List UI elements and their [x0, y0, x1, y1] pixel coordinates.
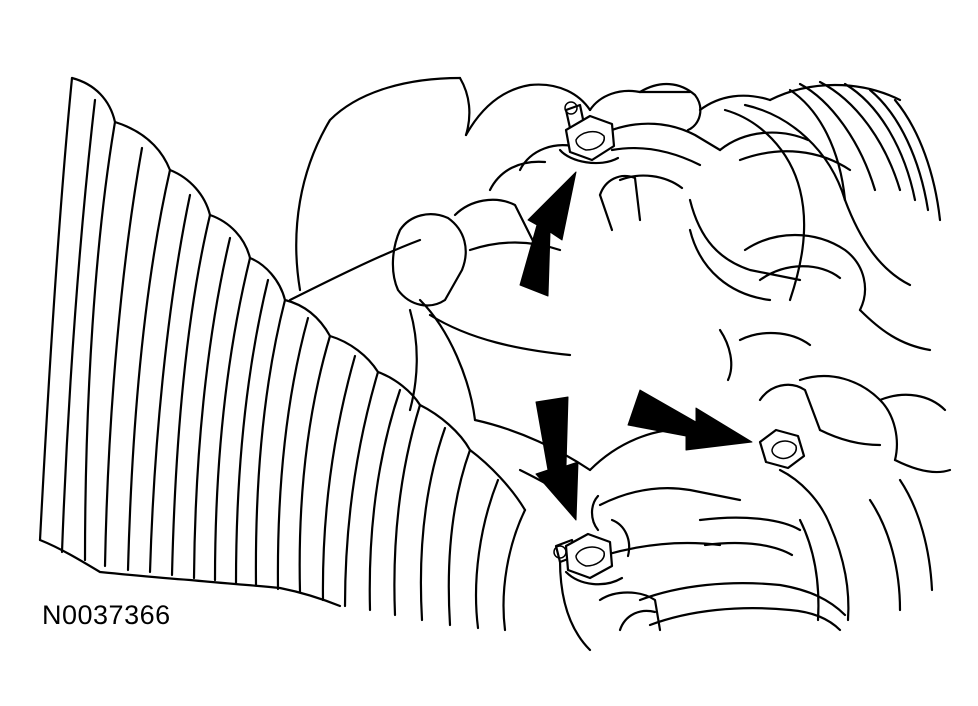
arrow-bottom-nut: [535, 396, 579, 521]
gear-housing: [288, 76, 742, 652]
arrow-top-nut: [519, 171, 577, 297]
steering-gear-boot: [38, 76, 527, 632]
bottom-nut: [553, 494, 631, 586]
arrow-right-nut: [627, 389, 753, 451]
hoses-and-brackets: [588, 80, 952, 632]
right-nut: [758, 428, 806, 470]
figure-id-label: N0037366: [42, 600, 171, 630]
top-nut: [558, 101, 620, 165]
